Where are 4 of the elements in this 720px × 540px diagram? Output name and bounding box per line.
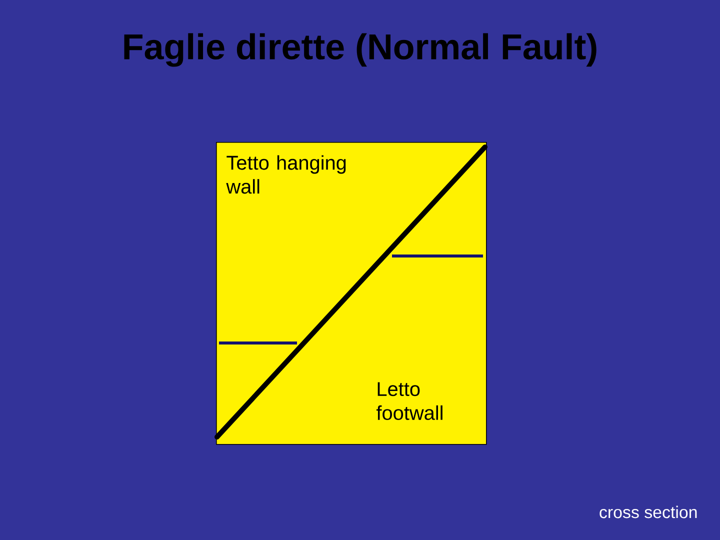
caption: cross section — [600, 506, 697, 518]
block-label: Tetto hanging wall — [226, 155, 346, 194]
title: Faglie dirette (Normal Fault) — [124, 33, 596, 67]
block-label: Letto footwall — [376, 382, 442, 420]
